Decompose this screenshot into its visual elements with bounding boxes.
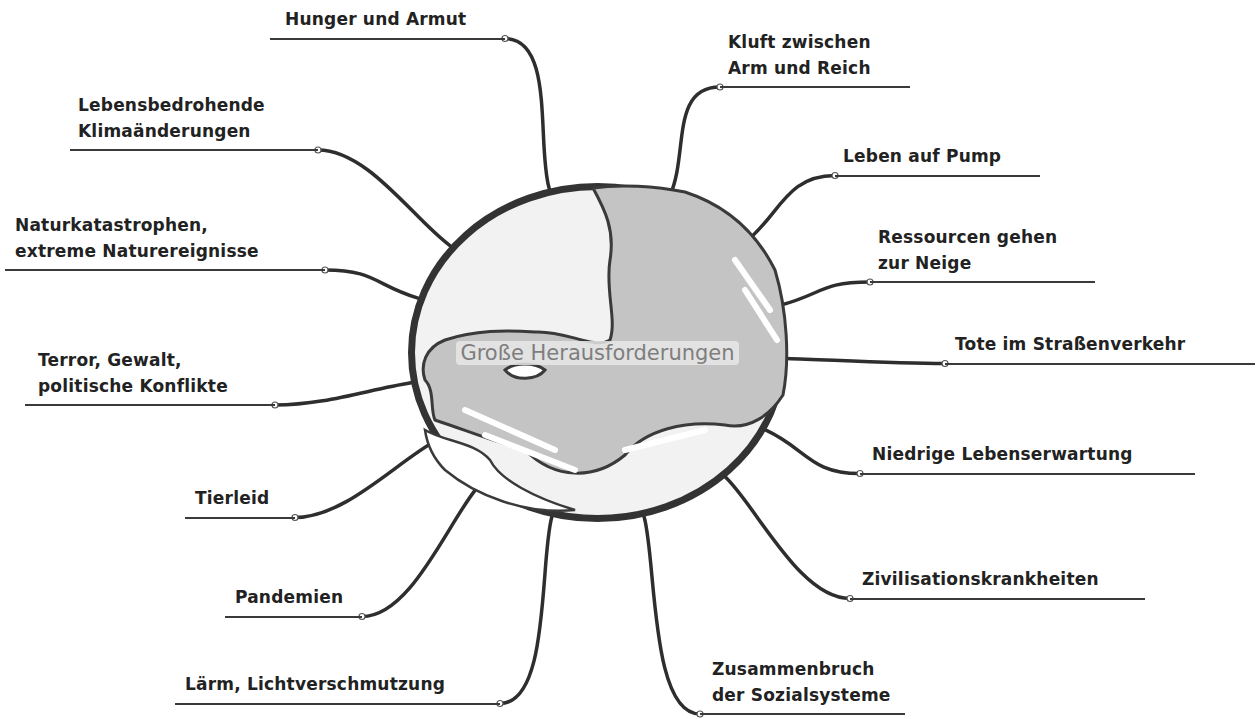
branch-line (726, 477, 850, 598)
topic-text: Niedrige Lebenserwartung (872, 442, 1195, 468)
topic-text: Pandemien (235, 585, 362, 611)
branch-label: Leben auf Pump (835, 144, 1040, 177)
branch-label: Terror, Gewalt, politische Konflikte (25, 348, 275, 406)
topic-text: Zivilisationskrankheiten (862, 567, 1145, 593)
branch-line (780, 282, 870, 305)
topic-text: Lebensbedrohende Klimaänderungen (78, 93, 308, 144)
topic-text: Terror, Gewalt, politische Konflikte (38, 348, 268, 399)
branch-label: Pandemien (225, 585, 362, 618)
branch-label: Tote im Straßenverkehr (945, 332, 1255, 365)
topic-text: Naturkatastrophen, extreme Naturereignis… (15, 213, 273, 264)
center-topic: Große Herausforderungen (456, 341, 738, 365)
lake (505, 364, 545, 378)
branch-label: Niedrige Lebenserwartung (860, 442, 1195, 475)
topic-text: Leben auf Pump (843, 144, 1040, 170)
branch-line (644, 517, 700, 714)
branch-label: Kluft zwischen Arm und Reich (720, 30, 910, 88)
topic-text: Ressourcen gehen zur Neige (878, 225, 1068, 276)
branch-line (505, 39, 549, 189)
branch-line (318, 150, 450, 246)
topic-text: Zusammenbruch der Sozialsysteme (712, 657, 905, 708)
branch-label: Lebensbedrohende Klimaänderungen (70, 93, 318, 151)
branch-label: Zivilisationskrankheiten (850, 567, 1145, 600)
branch-label: Naturkatastrophen, extreme Naturereignis… (5, 213, 325, 271)
highlight-streak (625, 430, 705, 450)
branch-label: Zusammenbruch der Sozialsysteme (700, 657, 905, 715)
branch-line (787, 358, 945, 363)
globe-node: Große Herausforderungen (405, 180, 790, 525)
branch-line (766, 430, 860, 473)
branch-label: Tierleid (185, 486, 295, 519)
highlight-streak (485, 435, 575, 470)
topic-text: Kluft zwischen Arm und Reich (728, 30, 898, 81)
branch-label: Lärm, Lichtverschmutzung (175, 672, 500, 705)
topic-text: Lärm, Lichtverschmutzung (185, 672, 500, 698)
branch-label: Hunger und Armut (270, 7, 505, 40)
branch-line (500, 517, 552, 704)
branch-label: Ressourcen gehen zur Neige (870, 225, 1095, 283)
highlight-streak (745, 290, 777, 340)
branch-line (295, 441, 436, 518)
branch-line (325, 270, 418, 298)
continent (423, 186, 787, 473)
topic-text: Tierleid (195, 486, 295, 512)
branch-line (362, 485, 479, 617)
coast (425, 430, 575, 511)
topic-text: Hunger und Armut (285, 7, 505, 33)
branch-line (670, 87, 720, 196)
branch-line (743, 176, 835, 244)
branch-line (275, 383, 411, 405)
topic-text: Tote im Straßenverkehr (955, 332, 1255, 358)
